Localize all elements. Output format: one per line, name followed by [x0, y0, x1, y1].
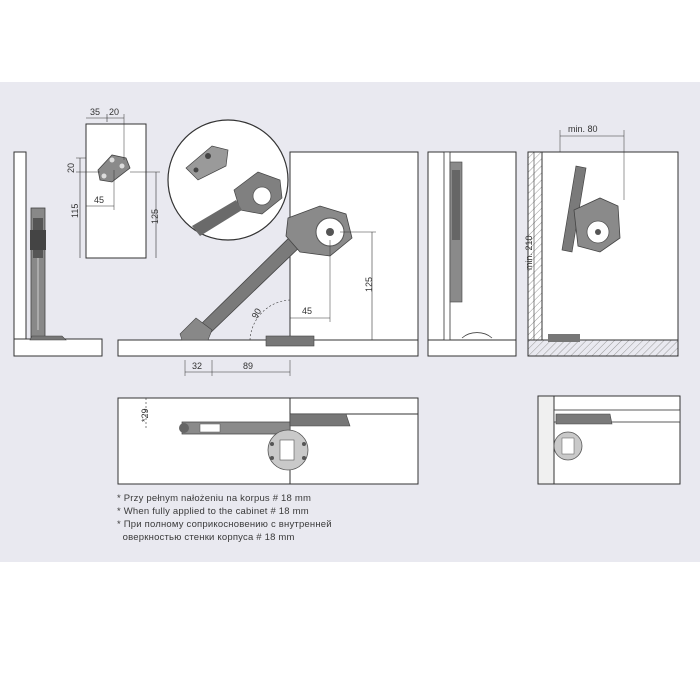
dim-min-210: min. 210 [524, 235, 534, 270]
zoom-detail-circle [167, 119, 289, 241]
dim-main-32: 32 [192, 361, 202, 371]
note-english: * When fully applied to the cabinet # 18… [117, 506, 309, 517]
dim-main-90: 90 [250, 307, 264, 321]
left-side-view [13, 151, 103, 357]
main-mechanism-view: 125 45 90 32 89 [117, 151, 419, 376]
notes-block: * Przy pełnym nałożeniu na korpus # 18 m… [117, 492, 332, 544]
plan-view: *29 [117, 397, 419, 485]
dim-main-45: 45 [302, 306, 312, 316]
dim-main-89: 89 [243, 361, 253, 371]
dim-plate-125: 125 [150, 209, 160, 224]
dim-main-125: 125 [364, 277, 374, 292]
dim-plate-20-top: 20 [109, 107, 119, 117]
dim-plate-115: 115 [70, 204, 80, 218]
dim-plate-35: 35 [90, 107, 100, 117]
side-profile-view [427, 151, 517, 357]
dim-plate-20-left: 20 [66, 163, 76, 173]
mounting-plate-view: 35 20 20 115 125 45 [66, 107, 160, 259]
note-russian-2: оверкностью стенки корпуса # 18 mm [117, 532, 295, 543]
dim-min-80: min. 80 [568, 124, 598, 134]
plan-view-right [537, 395, 681, 485]
note-polish: * Przy pełnym nałożeniu na korpus # 18 m… [117, 493, 312, 504]
note-russian-1: * При полному соприкосновению с внутренн… [117, 519, 332, 530]
min-size-view: min. 80 min. 210 [524, 124, 679, 357]
dim-plate-45: 45 [94, 195, 104, 205]
dim-plan-29: *29 [140, 408, 150, 422]
